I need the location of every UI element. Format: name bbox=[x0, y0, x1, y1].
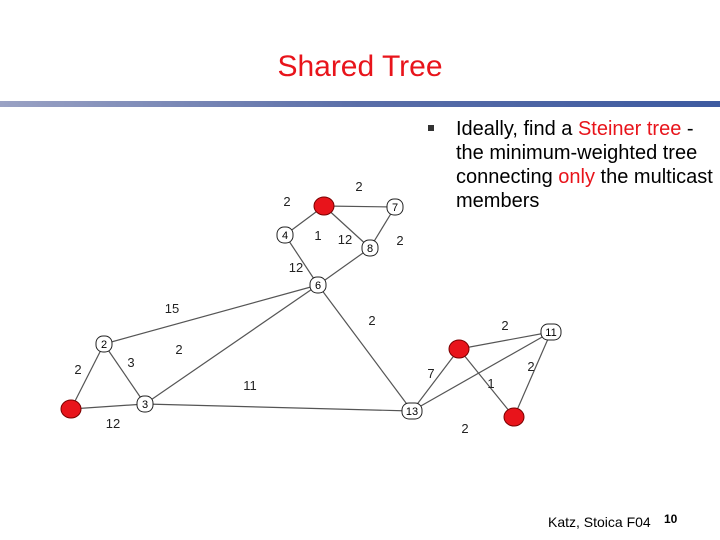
edge-J-L bbox=[458, 348, 515, 418]
router-node bbox=[361, 239, 379, 257]
edge-weight-label: 7 bbox=[427, 366, 434, 381]
edge-weight-label: 2 bbox=[175, 342, 182, 357]
router-node-label: 13 bbox=[406, 406, 418, 418]
edge-weight-label: 12 bbox=[289, 260, 303, 275]
edge-weight-label: 2 bbox=[283, 194, 290, 209]
edge-E-H bbox=[144, 284, 319, 405]
router-node-label: 7 bbox=[392, 202, 398, 214]
router-node-label: 3 bbox=[142, 399, 148, 411]
router-node bbox=[95, 335, 113, 353]
router-node bbox=[309, 276, 327, 294]
edge-B-D bbox=[323, 205, 371, 249]
bullet-highlight-steiner: Steiner tree bbox=[577, 118, 682, 140]
router-node-label: 11 bbox=[545, 327, 556, 339]
router-node bbox=[386, 198, 404, 216]
edge-A-E bbox=[284, 234, 319, 286]
edge-F-G bbox=[70, 343, 105, 410]
router-node-label: 4 bbox=[282, 230, 288, 242]
edge-weight-label: 11 bbox=[243, 378, 257, 393]
router-node-label: 6 bbox=[315, 280, 321, 292]
edge-weight-label: 2 bbox=[501, 318, 508, 333]
edge-B-C bbox=[323, 205, 396, 208]
edge-K-L bbox=[513, 331, 552, 418]
bullet-text-after: the multicast members bbox=[456, 166, 713, 212]
edge-weight-label: 15 bbox=[165, 301, 179, 316]
edge-weight-label: 2 bbox=[368, 313, 375, 328]
bullet-highlight-only: only bbox=[558, 166, 595, 188]
page-number: 10 bbox=[664, 512, 678, 526]
bullet-text-before: Ideally, find a bbox=[456, 118, 578, 140]
member-node bbox=[313, 196, 335, 216]
slide-title: Shared Tree bbox=[277, 50, 443, 83]
edge-weight-label: 2 bbox=[74, 362, 81, 377]
bullet-text-middle: - the minimum-weighted tree connecting bbox=[456, 118, 698, 188]
edge-E-I bbox=[317, 284, 413, 412]
edge-I-K bbox=[411, 331, 552, 412]
edge-weight-label: 12 bbox=[338, 232, 352, 247]
edge-F-H bbox=[103, 343, 146, 405]
member-node bbox=[60, 399, 82, 419]
edge-E-F bbox=[103, 284, 319, 345]
router-node-label: 2 bbox=[101, 339, 107, 351]
router-node-label: 8 bbox=[367, 243, 373, 255]
edge-H-I bbox=[144, 403, 413, 412]
edge-weight-label: 1 bbox=[314, 228, 321, 243]
bullet-text: Ideally, find a Steiner tree - the minim… bbox=[456, 117, 720, 213]
member-node bbox=[448, 339, 470, 359]
edge-weight-label: 3 bbox=[127, 355, 134, 370]
edge-weight-label: 1 bbox=[487, 376, 494, 391]
footer-credit: Katz, Stoica F04 bbox=[548, 514, 651, 530]
edge-weight-label: 2 bbox=[396, 233, 403, 248]
bullet-square-icon bbox=[428, 125, 434, 131]
title-underline bbox=[0, 101, 720, 107]
router-node bbox=[136, 395, 154, 413]
edge-weight-label: 2 bbox=[527, 359, 534, 374]
edge-J-K bbox=[458, 331, 552, 350]
router-node bbox=[276, 226, 294, 244]
edge-G-H bbox=[70, 403, 146, 410]
edge-I-J bbox=[411, 348, 460, 412]
router-node bbox=[401, 402, 423, 420]
edge-weight-label: 12 bbox=[106, 416, 120, 431]
edge-weight-label: 2 bbox=[461, 421, 468, 436]
router-node bbox=[540, 323, 562, 341]
edge-weight-label: 2 bbox=[355, 179, 362, 194]
edge-D-E bbox=[317, 247, 371, 286]
member-node bbox=[503, 407, 525, 427]
